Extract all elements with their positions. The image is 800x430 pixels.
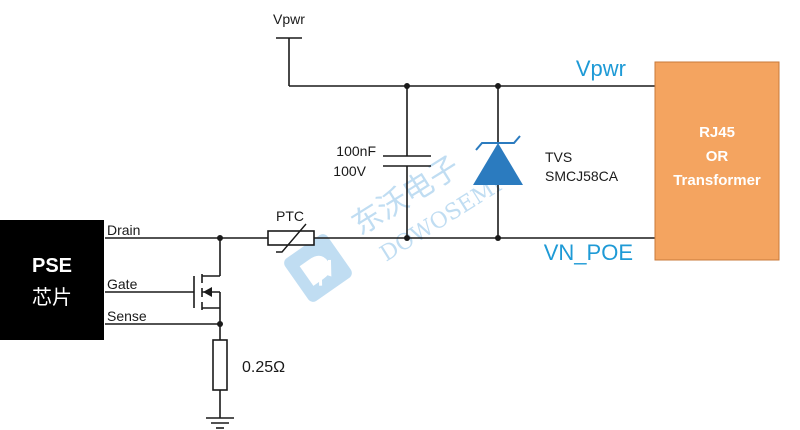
tvs-diode-symbol bbox=[473, 135, 523, 185]
junction-dot bbox=[404, 235, 410, 241]
transformer-line3: Transformer bbox=[673, 172, 761, 189]
gate-pin-label: Gate bbox=[107, 276, 138, 292]
ptc-label: PTC bbox=[276, 208, 304, 224]
wires bbox=[105, 37, 655, 418]
transformer-block: RJ45 OR Transformer bbox=[654, 61, 780, 261]
drain-pin-label: Drain bbox=[107, 222, 140, 238]
junction-dot bbox=[217, 235, 223, 241]
resistor-value-label: 0.25Ω bbox=[242, 359, 285, 376]
logo-letter bbox=[299, 255, 331, 286]
junctions bbox=[217, 83, 501, 327]
ptc-body bbox=[267, 230, 315, 246]
resistor-body bbox=[212, 339, 228, 391]
junction-dot bbox=[495, 235, 501, 241]
ptc-resistor-symbol bbox=[267, 223, 315, 253]
pse-chip-box bbox=[0, 220, 104, 340]
transformer-line1: RJ45 bbox=[699, 124, 735, 141]
vpwr-net-label: Vpwr bbox=[576, 56, 626, 81]
mosfet-arrow bbox=[203, 287, 212, 297]
tvs-bar bbox=[475, 135, 521, 151]
logo-wave bbox=[318, 259, 332, 286]
vn-poe-net-label: VN_POE bbox=[544, 240, 633, 265]
capacitor-voltage-label: 100V bbox=[333, 163, 366, 179]
mosfet-symbol bbox=[193, 274, 221, 310]
sense-pin-label: Sense bbox=[107, 308, 147, 324]
ptc-slash bbox=[276, 223, 307, 253]
ground-icon bbox=[206, 417, 234, 429]
transformer-box bbox=[654, 61, 780, 261]
capacitor-symbol bbox=[383, 155, 431, 167]
junction-dot bbox=[404, 83, 410, 89]
pse-chip-title: PSE bbox=[32, 255, 72, 277]
pse-chip: PSE 芯片 bbox=[0, 220, 104, 340]
dowosemi-logo bbox=[284, 234, 352, 302]
pse-chip-subtitle: 芯片 bbox=[32, 285, 72, 309]
resistor-symbol bbox=[212, 339, 228, 391]
capacitor-value-label: 100nF bbox=[336, 143, 376, 159]
tvs-part-label: SMCJ58CA bbox=[545, 168, 619, 184]
junction-dot bbox=[217, 321, 223, 327]
tvs-triangle bbox=[473, 143, 523, 185]
junction-dot bbox=[495, 83, 501, 89]
vpwr-supply-label: Vpwr bbox=[273, 11, 305, 27]
watermark: 东沃电子 DOWOSEMI bbox=[284, 150, 507, 302]
tvs-name-label: TVS bbox=[545, 149, 572, 165]
transformer-line2: OR bbox=[706, 148, 729, 165]
